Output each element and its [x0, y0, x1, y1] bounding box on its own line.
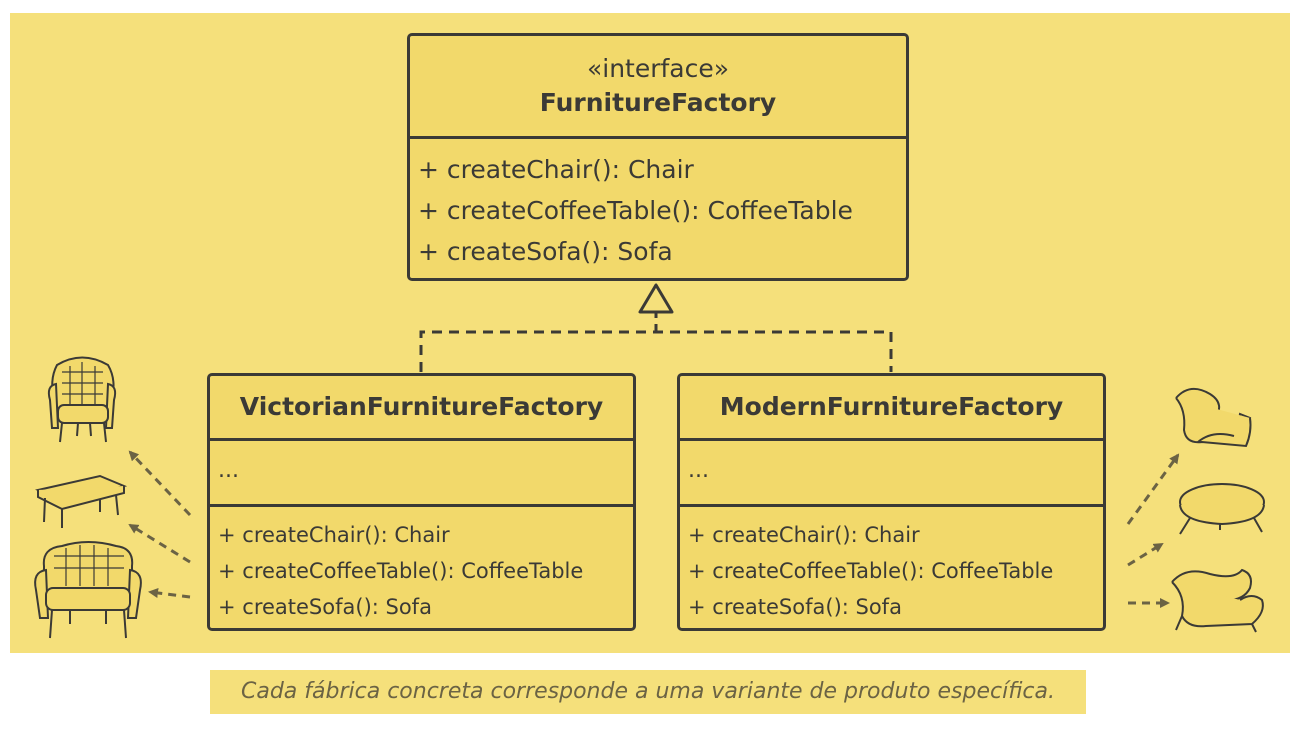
arrow-to-modern-chair	[1126, 453, 1180, 525]
method-create-coffee-table: + createCoffeeTable(): CoffeeTable	[688, 559, 1054, 583]
class-header: ModernFurnitureFactory	[680, 376, 1103, 441]
interface-furniture-factory-box: «interface» FurnitureFactory + createCha…	[407, 33, 909, 281]
arrow-to-victorian-armchair	[128, 450, 192, 517]
method-create-sofa: + createSofa(): Sofa	[688, 595, 902, 619]
modern-coffee-table-icon	[1179, 483, 1265, 535]
method-create-chair: + createChair(): Chair	[418, 155, 694, 184]
interface-header: «interface» FurnitureFactory	[410, 36, 906, 139]
fields-section: ...	[210, 441, 633, 507]
stereotype-label: «interface»	[586, 54, 730, 83]
fields-ellipsis: ...	[688, 458, 709, 483]
class-name: VictorianFurnitureFactory	[239, 392, 604, 421]
class-name: ModernFurnitureFactory	[719, 392, 1064, 421]
modern-sofa-icon	[1171, 568, 1264, 633]
fields-ellipsis: ...	[218, 458, 239, 483]
arrow-to-victorian-sofa	[148, 588, 191, 599]
realization-connector	[419, 283, 893, 372]
method-create-chair: + createChair(): Chair	[688, 523, 920, 547]
modern-furniture-factory-box: ModernFurnitureFactory ... + createChair…	[677, 373, 1106, 631]
figure-caption: Cada fábrica concreta corresponde a uma …	[210, 670, 1086, 714]
arrow-to-victorian-coffee-table	[128, 523, 191, 564]
fields-section: ...	[680, 441, 1103, 507]
methods-section: + createChair(): Chair + createCoffeeTab…	[680, 507, 1103, 625]
method-create-chair: + createChair(): Chair	[218, 523, 450, 547]
modern-chair-icon	[1175, 387, 1252, 448]
victorian-sofa-icon	[34, 541, 142, 639]
method-create-sofa: + createSofa(): Sofa	[218, 595, 432, 619]
victorian-furniture-factory-box: VictorianFurnitureFactory ... + createCh…	[207, 373, 636, 631]
class-header: VictorianFurnitureFactory	[210, 376, 633, 441]
method-create-coffee-table: + createCoffeeTable(): CoffeeTable	[418, 196, 853, 225]
method-create-coffee-table: + createCoffeeTable(): CoffeeTable	[218, 559, 584, 583]
victorian-armchair-icon	[47, 356, 117, 443]
class-name: FurnitureFactory	[539, 88, 777, 117]
method-create-sofa: + createSofa(): Sofa	[418, 237, 673, 266]
arrow-to-modern-coffee-table	[1127, 542, 1164, 567]
methods-section: + createChair(): Chair + createCoffeeTab…	[410, 139, 906, 272]
inheritance-triangle-icon	[638, 283, 674, 314]
methods-section: + createChair(): Chair + createCoffeeTab…	[210, 507, 633, 625]
victorian-coffee-table-icon	[35, 474, 128, 528]
